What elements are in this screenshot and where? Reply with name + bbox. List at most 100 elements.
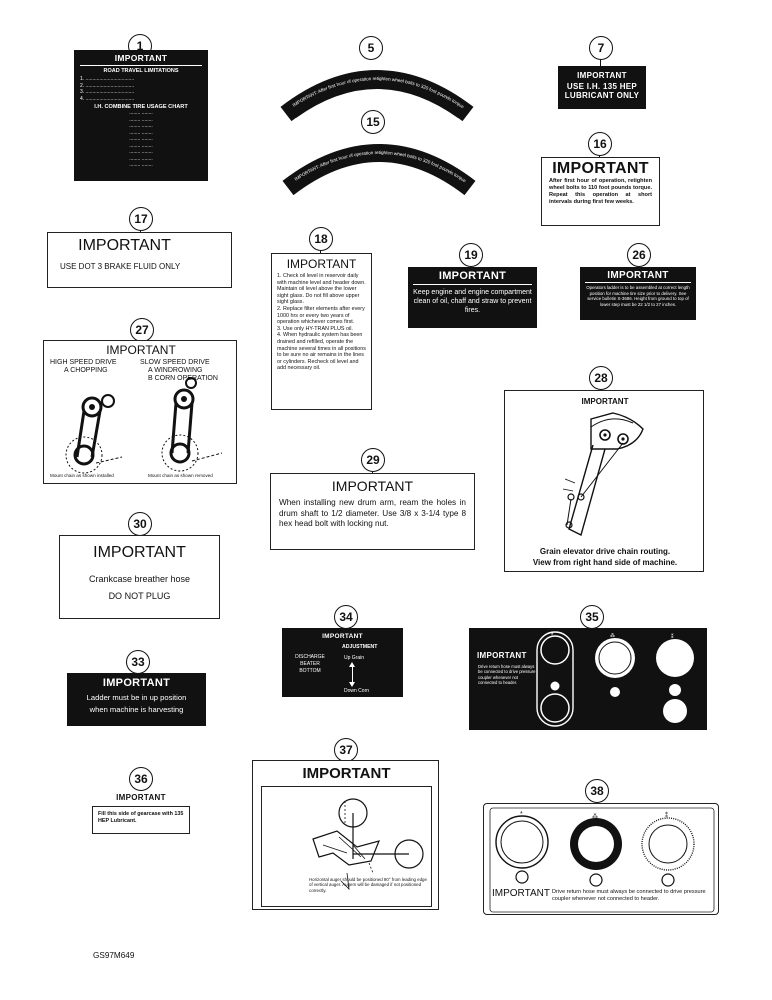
decal-row: ........ ........ bbox=[129, 110, 153, 116]
decal-line: 3. ................................... bbox=[80, 89, 135, 95]
decal-caption: Horizontal auger should be positioned 90… bbox=[309, 877, 427, 893]
decal-chart-title: I.H. COMBINE TIRE USAGE CHART bbox=[94, 104, 188, 110]
callout-15: 15 bbox=[361, 110, 385, 134]
decal-36-title: IMPORTANT bbox=[116, 793, 166, 802]
callout-28: 28 bbox=[589, 366, 613, 390]
decal-item: 2. Replace filter elements after every 1… bbox=[277, 305, 365, 326]
decal-title: IMPORTANT bbox=[80, 53, 202, 66]
callout-29: 29 bbox=[361, 448, 385, 472]
decal-line: 1. ................................... bbox=[80, 76, 135, 82]
figure-code: GS97M649 bbox=[93, 951, 135, 960]
decal-label: BOTTOM bbox=[299, 668, 321, 674]
decal-19-engine-clean: IMPORTANT Keep engine and engine compart… bbox=[408, 267, 537, 328]
callout-7: 7 bbox=[589, 36, 613, 60]
drive-chain-diagram bbox=[65, 377, 223, 474]
decal-title: IMPORTANT bbox=[585, 270, 691, 283]
decal-title: IMPORTANT bbox=[106, 343, 176, 357]
decal-line: 2. ................................... bbox=[80, 82, 135, 89]
decal-row: ........ ........ bbox=[129, 155, 153, 162]
leader-line bbox=[320, 250, 322, 254]
decal-caption: Grain elevator drive chain routing. bbox=[539, 547, 671, 556]
decal-body: When installing new drum arm, ream the h… bbox=[279, 498, 466, 529]
callout-17: 17 bbox=[129, 207, 153, 231]
elevator-chain-diagram bbox=[562, 412, 644, 537]
decal-title: IMPORTANT bbox=[286, 257, 357, 271]
decal-caption: Mount chain as shown removed bbox=[148, 473, 213, 478]
decal-line: when machine is harvesting bbox=[89, 705, 184, 714]
callout-35: 35 bbox=[580, 605, 604, 629]
decal-line: USE I.H. 135 HEP bbox=[566, 82, 638, 91]
decal-item: 1. Check oil level in reservoir daily wi… bbox=[277, 273, 366, 306]
decal-row: ........ ........ bbox=[129, 136, 153, 142]
decal-title: IMPORTANT bbox=[302, 765, 391, 782]
decal-item: 4. When hydraulic system has been draine… bbox=[277, 332, 366, 372]
decal-29-drum-arm: IMPORTANT When installing new drum arm, … bbox=[270, 473, 475, 550]
hose-coupler-diagram: * ⁂ ⁑ bbox=[489, 807, 715, 913]
decal-heading: SLOW SPEED DRIVE bbox=[140, 359, 210, 366]
decal-heading: A WINDROWING bbox=[148, 367, 203, 374]
decal-line: 4. ................................... bbox=[80, 95, 135, 102]
decal-line: DO NOT PLUG bbox=[108, 591, 171, 601]
decal-caption: View from right hand side of machine. bbox=[532, 558, 678, 567]
decal-line: LUBRICANT ONLY bbox=[564, 91, 640, 100]
decal-title: IMPORTANT bbox=[477, 651, 527, 660]
decal-title: IMPORTANT bbox=[322, 633, 363, 640]
decal-body: After first hour of operation, retighten… bbox=[549, 178, 652, 205]
decal-row: ........ ........ bbox=[129, 162, 153, 168]
decal-5-curved: IMPORTANT: After first hour of operation… bbox=[280, 54, 474, 122]
decal-body: Operators ladder is to be assembled at c… bbox=[586, 285, 690, 307]
svg-text:⁂: ⁂ bbox=[592, 814, 598, 820]
hose-coupler-diagram: * ⁂ ⁑ bbox=[536, 631, 694, 727]
decal-label: Up Grain bbox=[344, 655, 365, 661]
callout-34: 34 bbox=[334, 605, 358, 629]
callout-36: 36 bbox=[129, 767, 153, 791]
callout-33: 33 bbox=[126, 650, 150, 674]
callout-37: 37 bbox=[334, 738, 358, 762]
decal-heading: B CORN OPERATION bbox=[148, 375, 218, 382]
callout-18: 18 bbox=[309, 227, 333, 251]
callout-27: 27 bbox=[130, 318, 154, 342]
decal-row: ........ ........ bbox=[129, 142, 153, 149]
decal-body: Drive return hose must always be connect… bbox=[478, 664, 536, 686]
decal-28-elevator-chain: IMPORTANT Grain elevator drive chain rou… bbox=[504, 390, 704, 572]
diagram-frame bbox=[261, 786, 432, 907]
leader-line bbox=[140, 230, 142, 233]
decal-35-drive-hose: IMPORTANT Drive return hose must always … bbox=[469, 628, 707, 730]
decal-body: USE DOT 3 BRAKE FLUID ONLY bbox=[60, 262, 181, 271]
svg-text:*: * bbox=[520, 811, 523, 818]
decal-row: ........ ........ bbox=[129, 123, 153, 129]
up-down-arrow-icon bbox=[352, 664, 353, 684]
svg-text:⁑: ⁑ bbox=[671, 633, 674, 640]
decal-item: 3. Use only HY-TRAN PLUS oil. bbox=[277, 325, 353, 332]
decal-row: ........ ........ bbox=[129, 129, 153, 136]
svg-text:*: * bbox=[551, 633, 554, 639]
callout-26: 26 bbox=[627, 243, 651, 267]
callout-19: 19 bbox=[459, 243, 483, 267]
decal-body: Drive return hose must always be connect… bbox=[552, 889, 706, 903]
decal-subtitle: ROAD TRAVEL LIMITATIONS bbox=[103, 68, 179, 74]
decal-heading: A CHOPPING bbox=[64, 367, 108, 374]
decal-title: IMPORTANT bbox=[492, 888, 550, 899]
decal-title: IMPORTANT bbox=[581, 397, 629, 406]
decal-row: ........ ........ bbox=[129, 116, 153, 123]
decal-30-breather-hose: IMPORTANT Crankcase breather hose DO NOT… bbox=[59, 535, 220, 619]
decal-15-curved: IMPORTANT: After first hour of operation… bbox=[282, 128, 476, 196]
decal-body: Fill this side of gearcase with 135 HEP … bbox=[98, 811, 184, 824]
callout-5: 5 bbox=[359, 36, 383, 60]
decal-26-ladder-length: IMPORTANT Operators ladder is to be asse… bbox=[580, 267, 696, 320]
decal-label: BEATER bbox=[300, 661, 320, 667]
svg-text:⁑: ⁑ bbox=[665, 812, 668, 819]
decal-row: ........ ........ bbox=[129, 149, 153, 155]
decal-body: Keep engine and engine compartment clean… bbox=[413, 289, 532, 315]
decal-1-road-travel: IMPORTANT ROAD TRAVEL LIMITATIONS 1. ...… bbox=[74, 50, 208, 181]
decal-7-lubricant: IMPORTANT USE I.H. 135 HEP LUBRICANT ONL… bbox=[558, 66, 646, 109]
decal-18-hydraulic-oil: IMPORTANT 1. Check oil level in reservoi… bbox=[271, 253, 372, 410]
decal-heading: HIGH SPEED DRIVE bbox=[50, 359, 117, 366]
decal-title: IMPORTANT bbox=[93, 544, 186, 561]
decal-title: IMPORTANT bbox=[552, 160, 649, 177]
decal-label: DISCHARGE bbox=[295, 654, 325, 660]
leader-line bbox=[372, 471, 374, 473]
decal-line: Crankcase breather hose bbox=[88, 574, 191, 584]
decal-38-drive-hose: * ⁂ ⁑ IMPORTANT Drive return hose must a… bbox=[483, 803, 719, 915]
decal-16-wheel-bolts: IMPORTANT After first hour of operation,… bbox=[541, 157, 660, 226]
